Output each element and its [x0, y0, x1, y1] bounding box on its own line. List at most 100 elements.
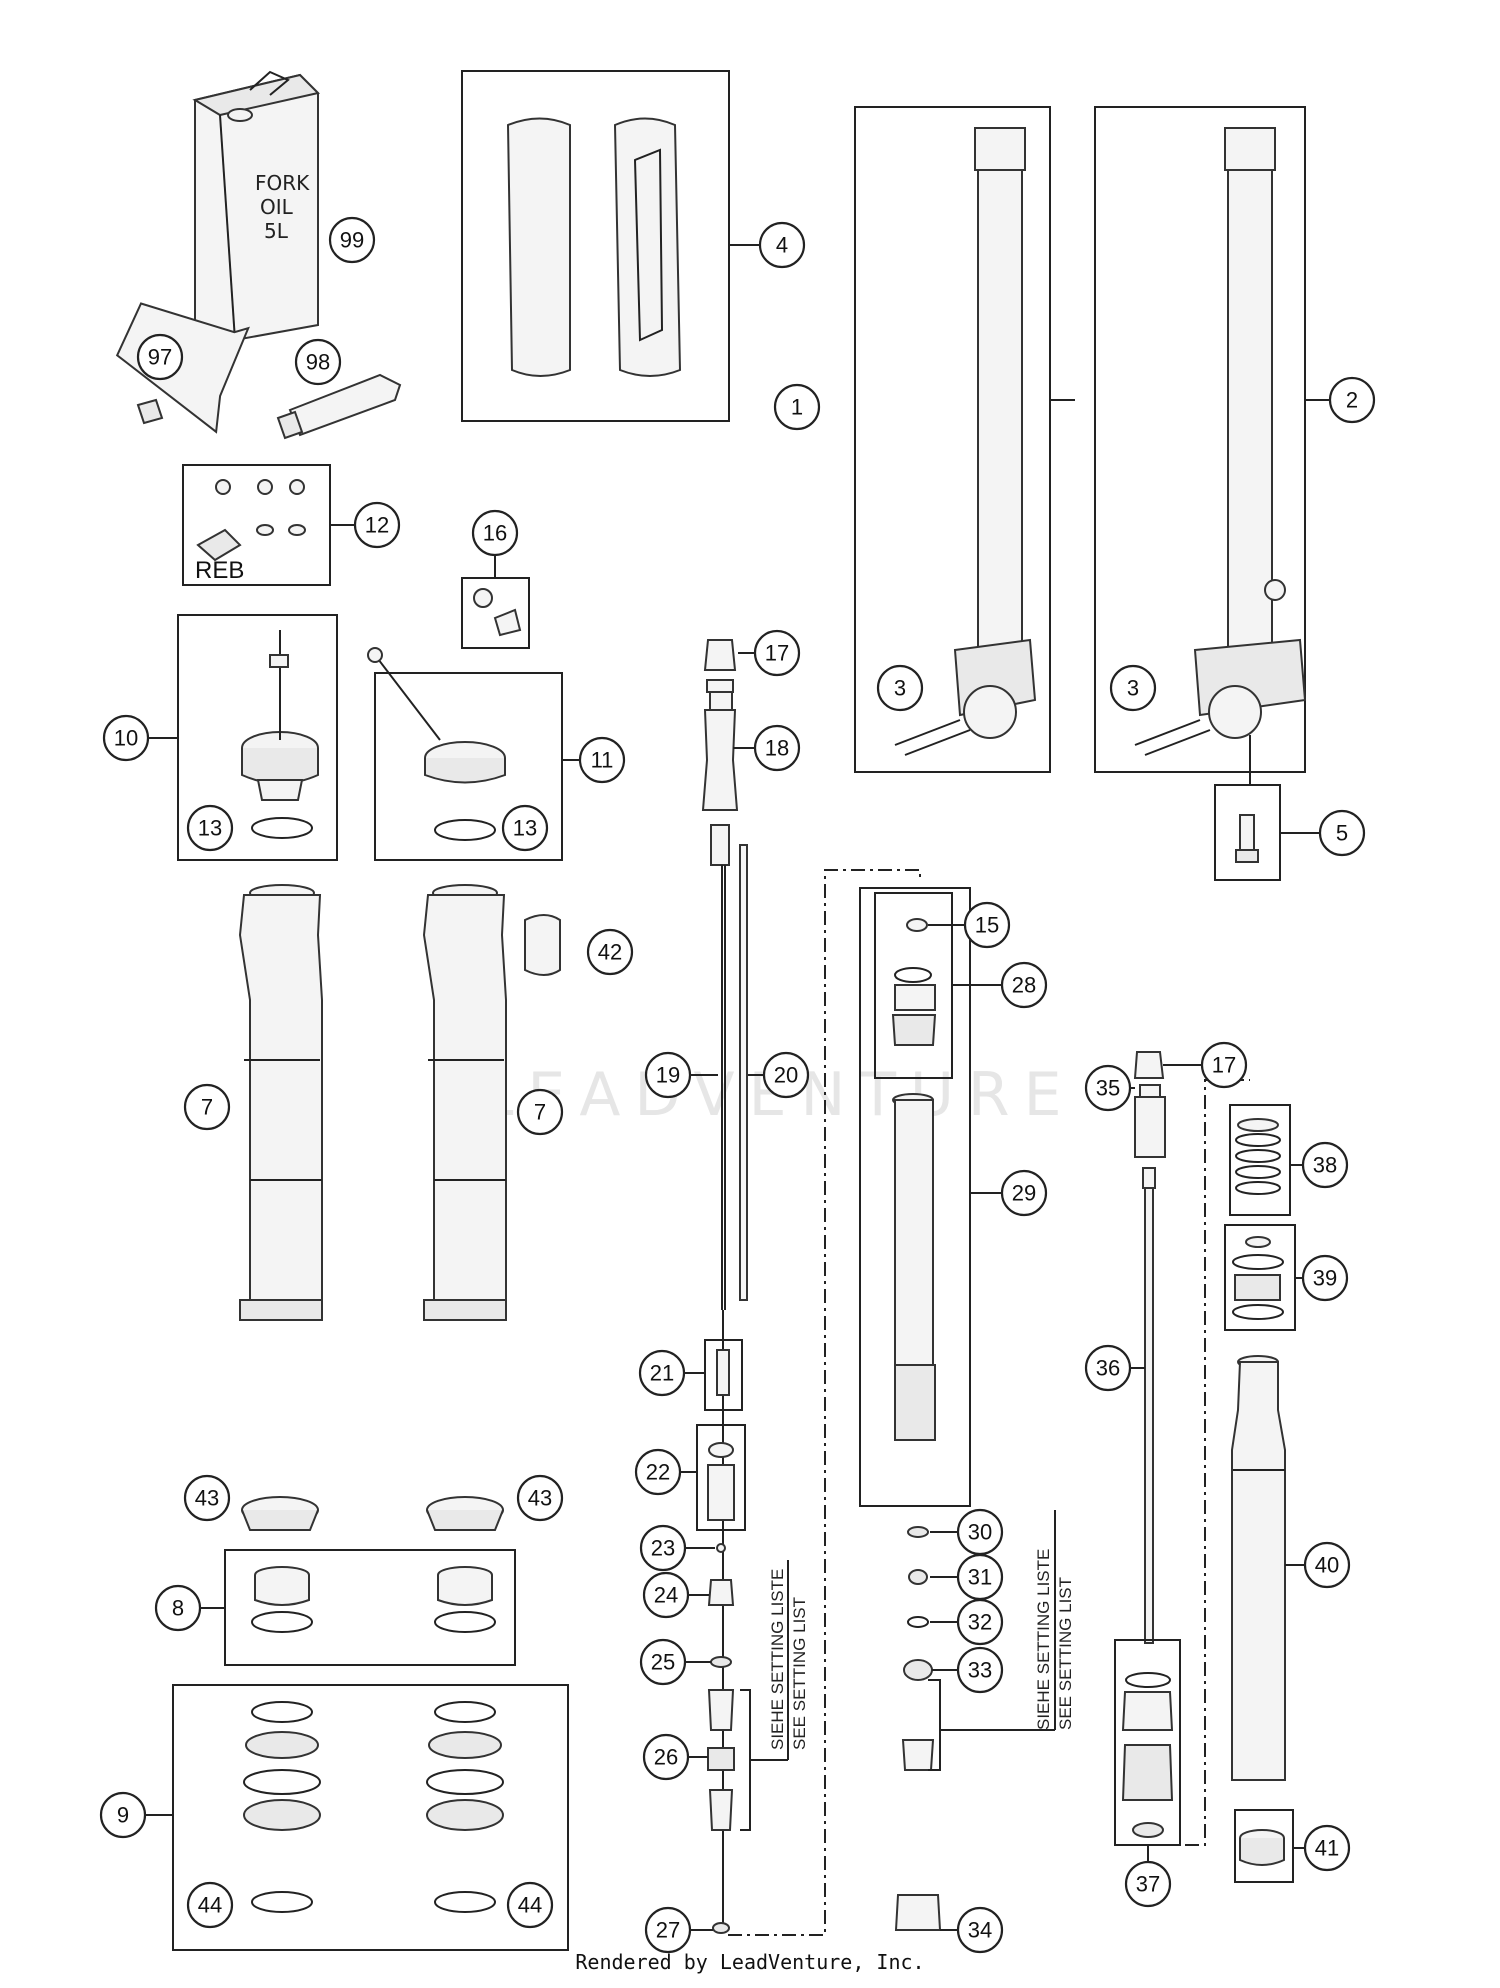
svg-text:24: 24: [654, 1583, 678, 1608]
svg-text:44: 44: [518, 1893, 542, 1918]
svg-text:13: 13: [513, 816, 537, 841]
svg-text:23: 23: [651, 1536, 675, 1561]
part-41-cap: [1239, 1829, 1285, 1866]
callout-22: 22: [634, 1448, 682, 1496]
part-43-right: [426, 1496, 504, 1531]
callout-7-right: 7: [516, 1088, 564, 1136]
grease-tube-97: [115, 302, 250, 434]
callout-20: 20: [762, 1051, 810, 1099]
svg-text:97: 97: [148, 345, 172, 370]
svg-text:33: 33: [968, 1658, 992, 1683]
callout-18: 18: [753, 724, 801, 772]
grease-tube-98: [276, 373, 402, 440]
callout-34: 34: [956, 1906, 1004, 1954]
svg-text:35: 35: [1096, 1076, 1120, 1101]
svg-text:8: 8: [172, 1596, 184, 1621]
callout-17-right: 17: [1200, 1041, 1248, 1089]
cartridge-assembly: [891, 918, 942, 1931]
callout-44-left: 44: [186, 1881, 234, 1929]
svg-text:99: 99: [340, 228, 364, 253]
callout-28: 28: [1000, 961, 1048, 1009]
fork-cap-left: [241, 630, 319, 839]
callout-40: 40: [1303, 1541, 1351, 1589]
svg-text:29: 29: [1012, 1181, 1036, 1206]
svg-text:28: 28: [1012, 973, 1036, 998]
callout-8: 8: [154, 1584, 202, 1632]
setting-note-right-line2: SEE SETTING LIST: [1056, 1577, 1075, 1730]
svg-text:41: 41: [1315, 1836, 1339, 1861]
outer-tube-right-frame: [1094, 106, 1306, 773]
svg-text:37: 37: [1136, 1872, 1160, 1897]
svg-text:10: 10: [114, 726, 138, 751]
part-41-frame: [1234, 1809, 1294, 1883]
bleed-screw: [1235, 814, 1259, 863]
svg-text:3: 3: [894, 676, 906, 701]
callout-30: 30: [956, 1508, 1004, 1556]
svg-text:7: 7: [534, 1100, 546, 1125]
svg-text:3: 3: [1127, 676, 1139, 701]
svg-text:43: 43: [528, 1486, 552, 1511]
fork-decals: [506, 117, 682, 377]
part-38-frame: [1229, 1104, 1291, 1216]
callout-19: 19: [644, 1051, 692, 1099]
fork-cap-right: [367, 647, 506, 841]
outer-tube-left-frame: [854, 106, 1051, 773]
svg-text:20: 20: [774, 1063, 798, 1088]
svg-text:26: 26: [654, 1745, 678, 1770]
part-38-39-spring-stack: [1232, 1118, 1284, 1320]
inner-tube-left: [238, 884, 323, 1321]
outer-tube-right: [1134, 127, 1307, 756]
callout-2: 2: [1328, 376, 1376, 424]
svg-text:44: 44: [198, 1893, 222, 1918]
svg-text:31: 31: [968, 1565, 992, 1590]
setting-note-left-line2: SEE SETTING LIST: [790, 1597, 809, 1750]
svg-text:32: 32: [968, 1610, 992, 1635]
can-text-line2: OIL: [260, 195, 294, 219]
callout-21: 21: [638, 1349, 686, 1397]
part-29-frame: [859, 887, 971, 1507]
callout-15: 15: [963, 901, 1011, 949]
svg-text:25: 25: [651, 1650, 675, 1675]
svg-text:5: 5: [1336, 821, 1348, 846]
part-37-frame: [1114, 1639, 1181, 1846]
decal-kit-frame: [461, 70, 730, 422]
part-16-fittings: [473, 588, 522, 637]
callout-3-right: 3: [1109, 664, 1157, 712]
callout-43-right: 43: [516, 1474, 564, 1522]
can-text-line3: 5L: [264, 219, 289, 243]
part-43-left: [241, 1496, 319, 1531]
reb-kit-parts: [196, 479, 306, 562]
svg-text:11: 11: [591, 748, 614, 773]
svg-text:22: 22: [646, 1460, 670, 1485]
callout-97: 97: [136, 333, 184, 381]
callout-10: 10: [102, 714, 150, 762]
callout-4: 4: [758, 221, 806, 269]
svg-text:98: 98: [306, 350, 330, 375]
callout-32: 32: [956, 1598, 1004, 1646]
callout-23: 23: [639, 1524, 687, 1572]
svg-text:40: 40: [1315, 1553, 1339, 1578]
svg-text:9: 9: [117, 1803, 129, 1828]
callout-37: 37: [1124, 1860, 1172, 1908]
svg-text:42: 42: [598, 940, 622, 965]
svg-text:27: 27: [656, 1918, 680, 1943]
callout-42: 42: [586, 928, 634, 976]
callout-44-right: 44: [506, 1881, 554, 1929]
callout-13-right: 13: [501, 804, 549, 852]
callout-27: 27: [644, 1906, 692, 1954]
rebound-cartridge-assembly: [1121, 1051, 1174, 1838]
svg-text:38: 38: [1313, 1153, 1337, 1178]
part-22-frame: [696, 1424, 746, 1531]
callout-7-left: 7: [183, 1083, 231, 1131]
fork-cap-right-frame: [374, 672, 563, 861]
setting-note-left-line1: SIEHE SETTING LISTE: [768, 1569, 787, 1750]
svg-text:15: 15: [975, 913, 999, 938]
callout-38: 38: [1301, 1141, 1349, 1189]
compression-valve-stack: [707, 1349, 735, 1934]
part-40-tube: [1231, 1355, 1286, 1781]
callout-35: 35: [1084, 1064, 1132, 1112]
callout-1: 1: [773, 383, 821, 431]
render-credit: Rendered by LeadVenture, Inc.: [575, 1950, 925, 1974]
callout-33: 33: [956, 1646, 1004, 1694]
